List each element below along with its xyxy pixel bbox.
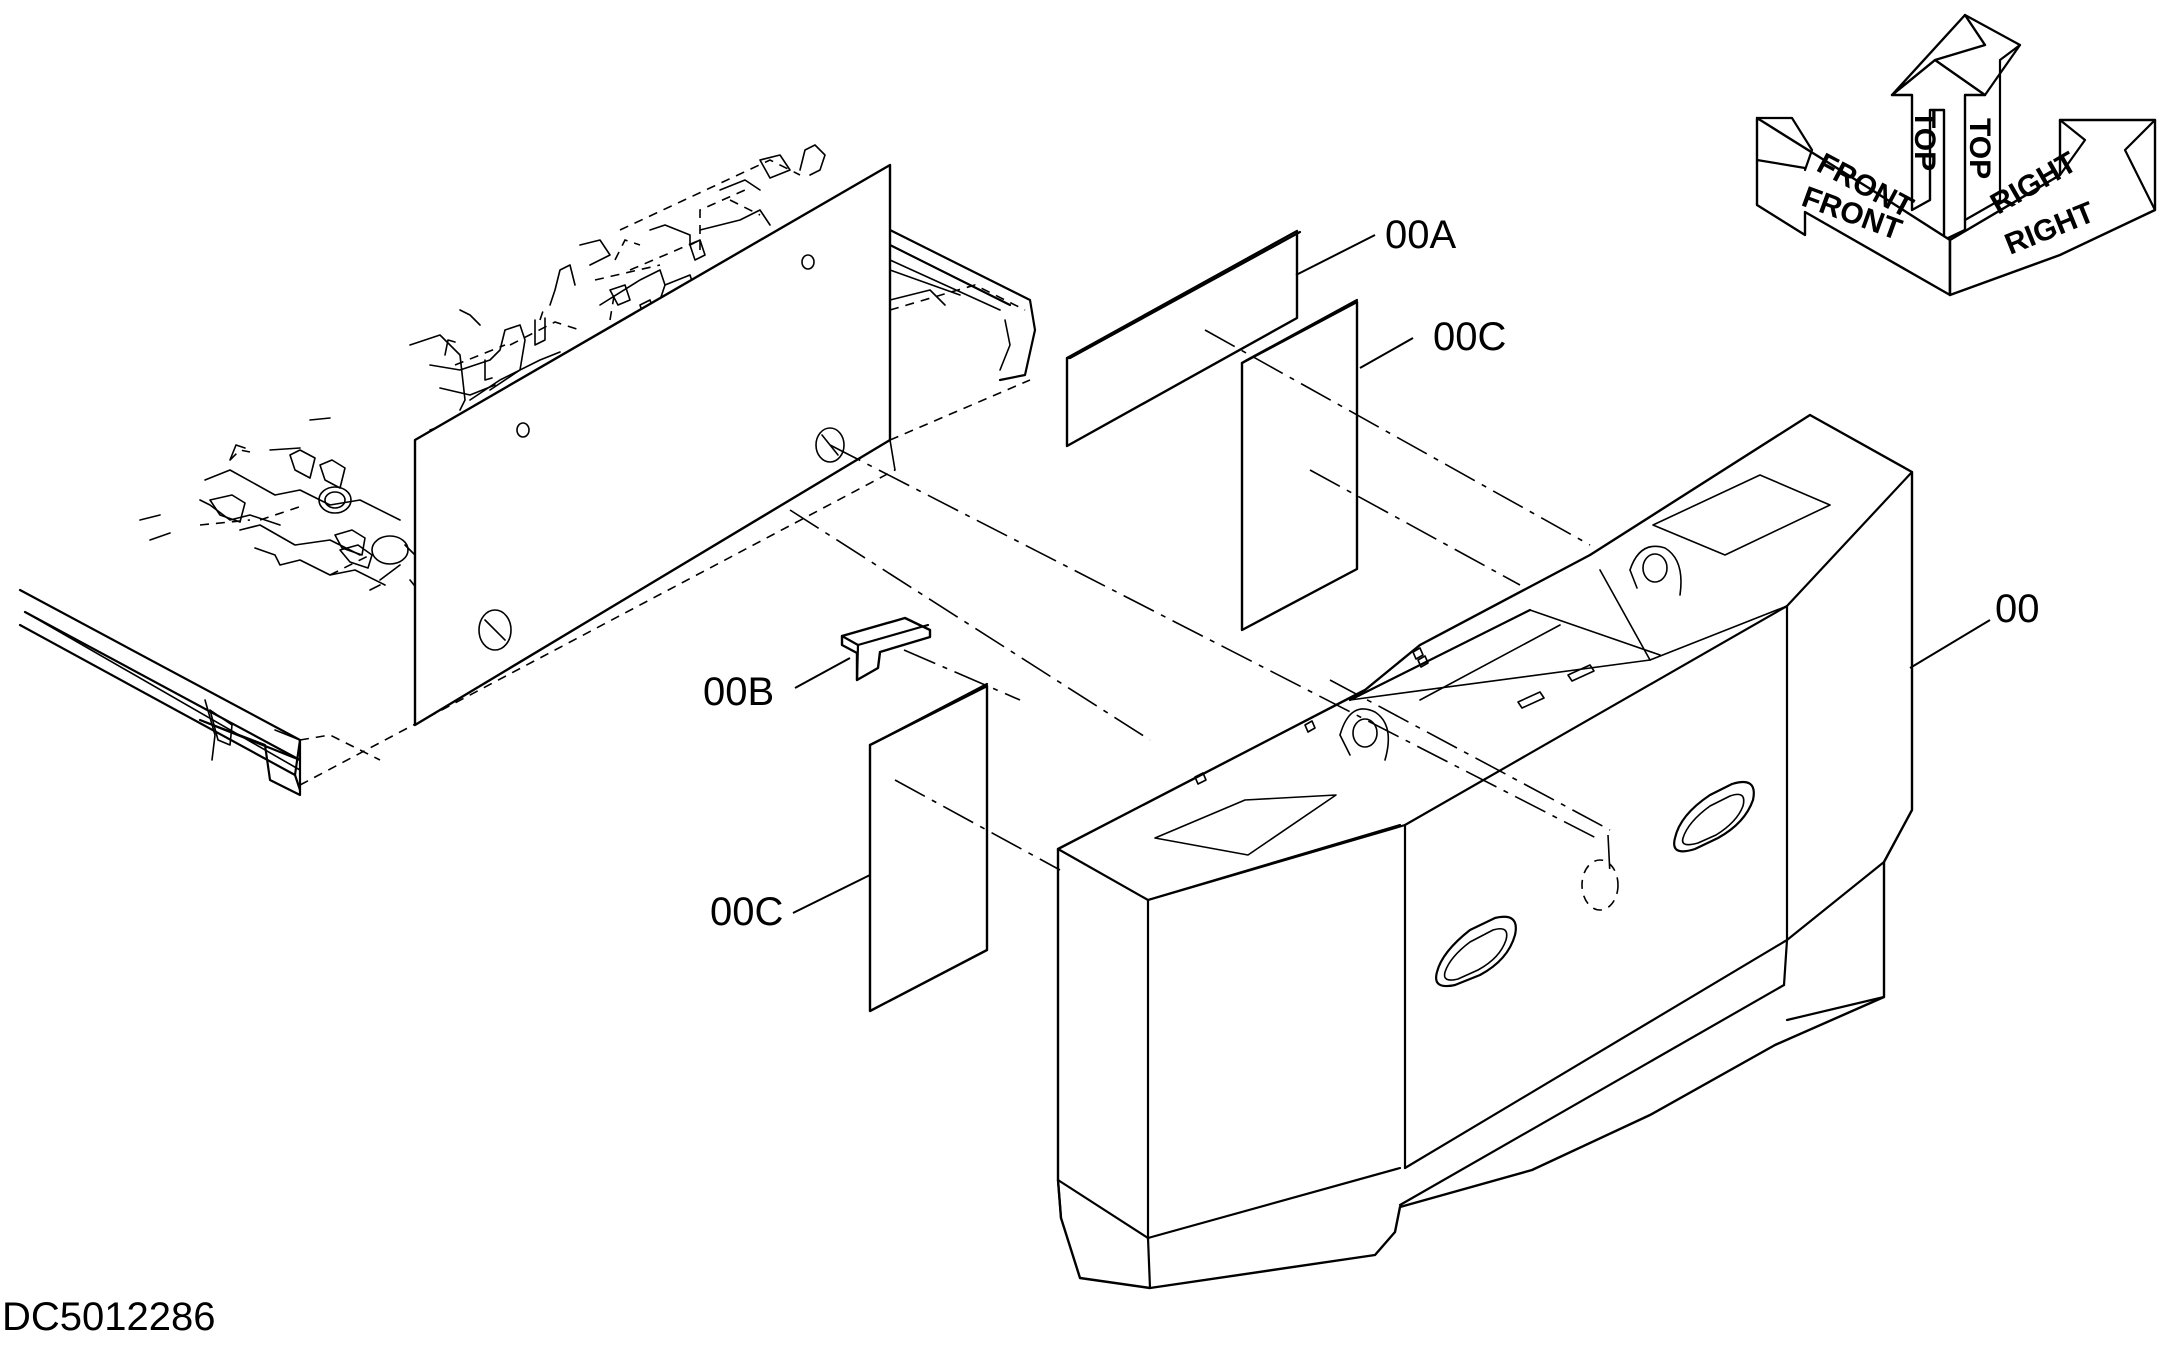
document-id: DC5012286 [2,1295,216,1339]
assembly-centerlines [789,329,1619,911]
machine-frame [18,144,1037,797]
top-arrow-icon [1890,58,1987,242]
top-label-2: TOP [1963,118,1996,179]
part-00c-upper-plate [1240,298,1359,632]
part-00b-shim [840,616,932,682]
part-00c-lower-plate [868,682,989,1013]
callout-00c-lower: 00C [710,890,783,934]
callout-00: 00 [1995,587,2040,631]
leader-lines [792,234,1991,914]
part-00a-plate [1065,229,1302,448]
right-arrow-icon [1948,118,2157,297]
callout-00c-upper: 00C [1433,315,1506,359]
part-00-counterweight [1056,413,1914,1290]
top-label-1: TOP [1908,110,1941,171]
callout-00a: 00A [1385,213,1456,257]
callout-00b: 00B [703,670,774,714]
orientation-indicator: TOP TOP FRONT FRONT RIGHT RIGHT [1755,13,2157,297]
front-arrow-icon [1755,116,1952,297]
